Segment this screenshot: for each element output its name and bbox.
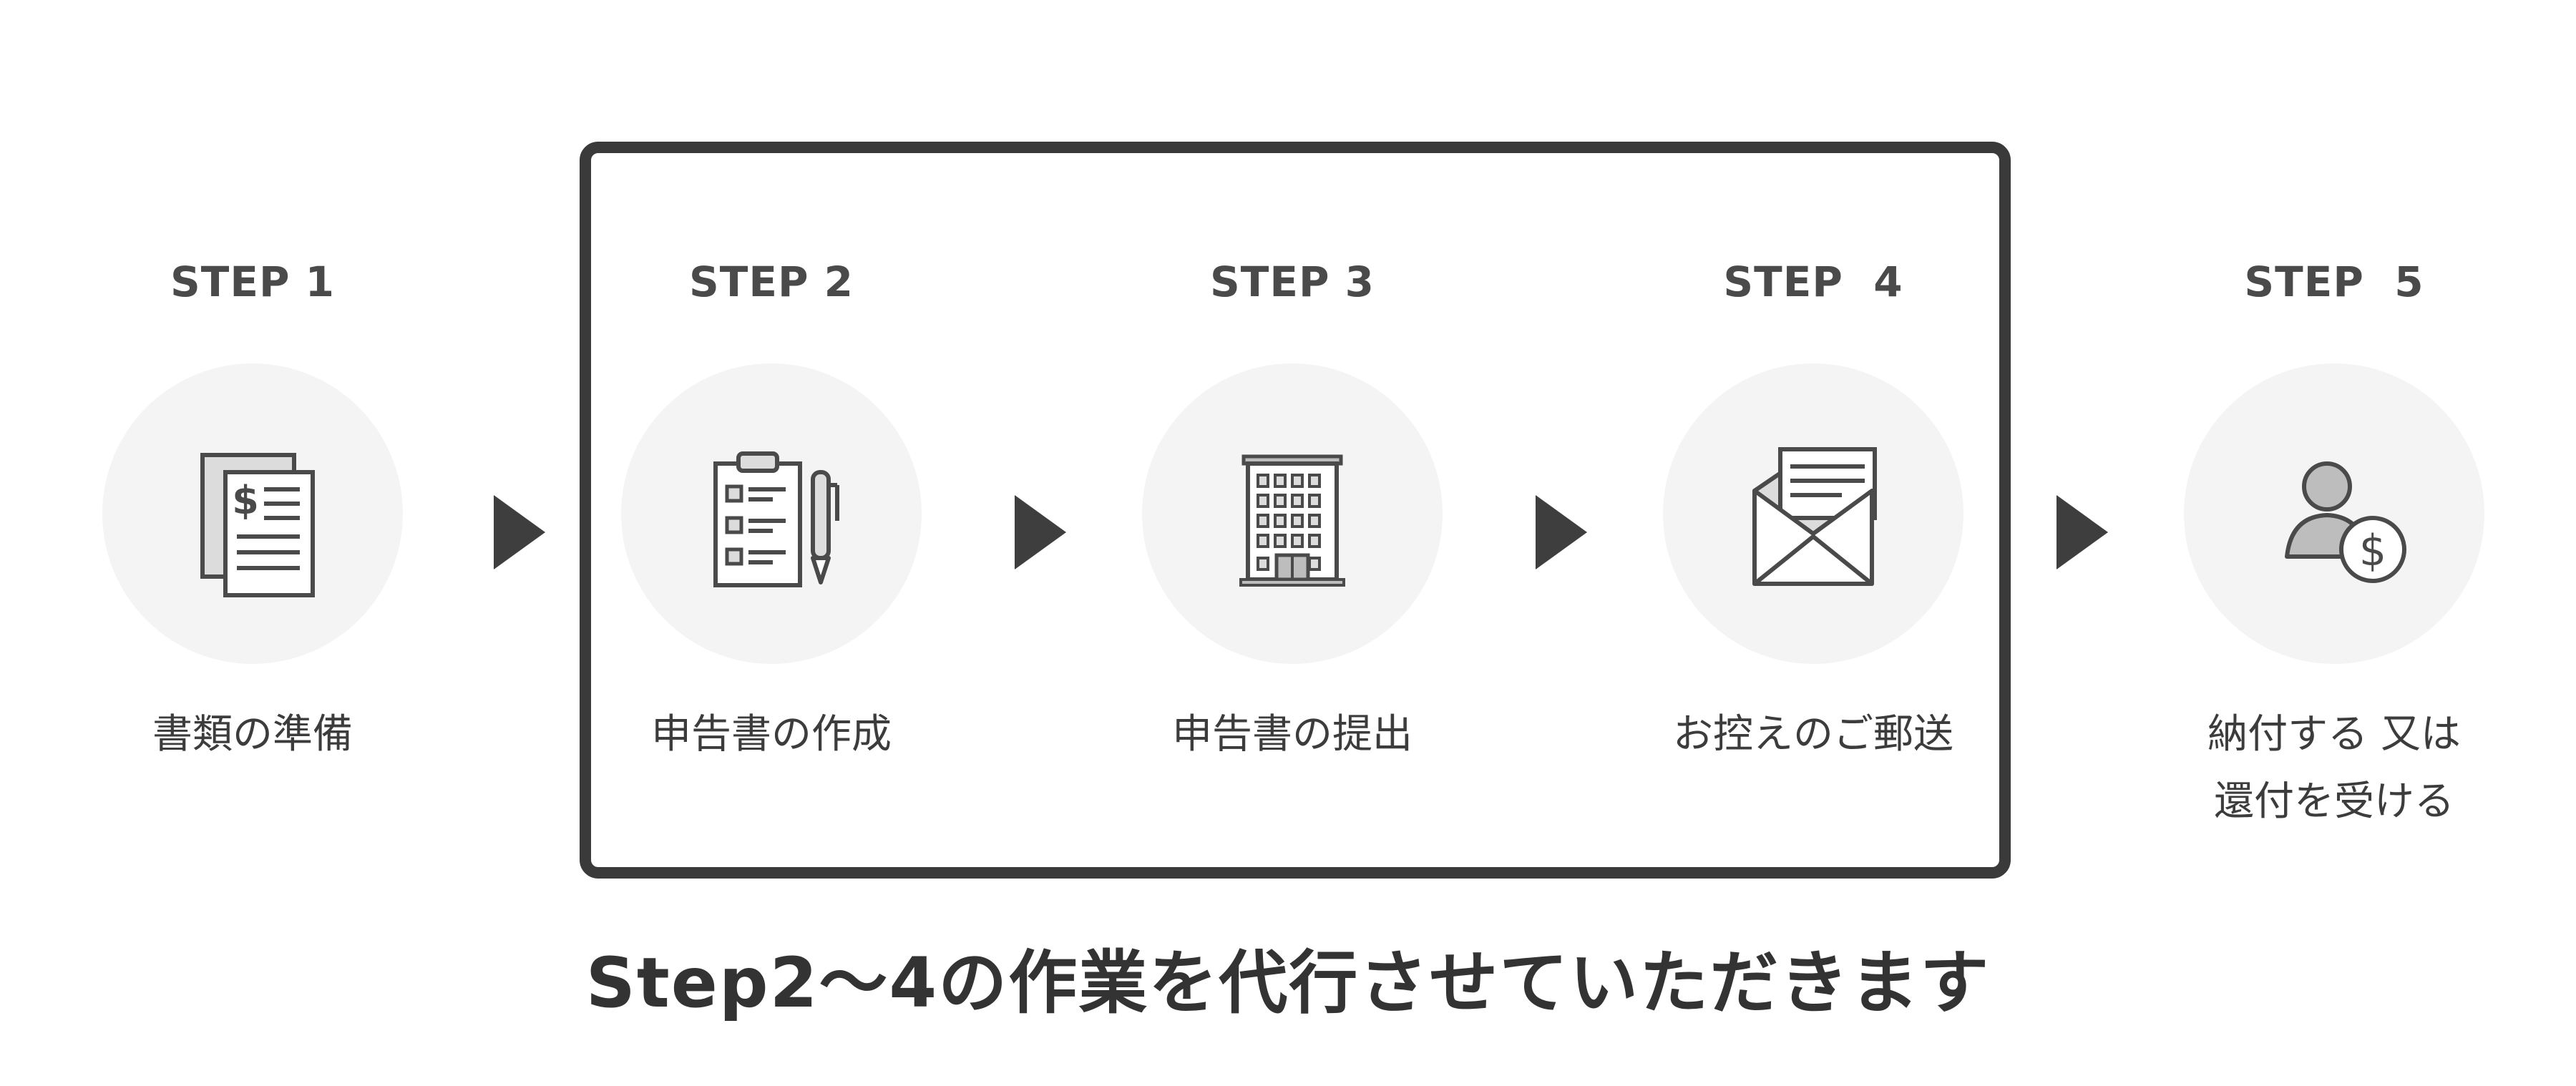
step-5: STEP 5 $ 納付する 又は 還付を受ける <box>2155 0 2513 1086</box>
clipboard-pen-icon <box>713 451 839 587</box>
documents-dollar-icon: $ <box>200 453 315 597</box>
step-4-circle <box>1663 363 1963 664</box>
arrow-4-to-5 <box>2057 495 2108 569</box>
step-1-circle: $ <box>102 363 403 664</box>
agency-scope-frame <box>580 142 2011 879</box>
svg-text:$: $ <box>232 478 259 523</box>
step-3: STEP 3 申告書の提出 <box>1113 0 1471 1086</box>
step-3-caption: 申告書の提出 <box>1172 711 1413 758</box>
office-building-icon <box>1239 454 1345 587</box>
step-1: STEP 1 $ 書類の準備 <box>74 0 431 1086</box>
step-2-caption: 申告書の作成 <box>651 711 892 758</box>
step-2: STEP 2 申告書の作成 <box>592 0 950 1086</box>
svg-text:$: $ <box>2359 526 2386 576</box>
person-coin-icon: $ <box>2285 461 2406 583</box>
step-1-label: STEP 1 <box>170 258 335 306</box>
step-4-label: STEP 4 <box>1723 258 1903 306</box>
step-5-caption: 納付する 又は 還付を受ける <box>2207 711 2461 825</box>
step-4: STEP 4 お控えのご郵送 <box>1634 0 1992 1086</box>
step-3-label: STEP 3 <box>1209 258 1375 306</box>
arrow-2-to-3 <box>1015 495 1066 569</box>
step-2-circle <box>621 363 922 664</box>
step-3-circle <box>1142 363 1443 664</box>
step-2-label: STEP 2 <box>688 258 854 306</box>
triangle-arrow-icon <box>1536 495 1587 569</box>
agency-scope-note: Step2～4の作業を代行させていただきます <box>585 943 1991 1023</box>
step-1-caption: 書類の準備 <box>152 711 353 758</box>
triangle-arrow-icon <box>2057 495 2108 569</box>
triangle-arrow-icon <box>494 495 545 569</box>
arrow-3-to-4 <box>1536 495 1587 569</box>
triangle-arrow-icon <box>1015 495 1066 569</box>
step-4-caption: お控えのご郵送 <box>1673 711 1953 758</box>
step-5-circle: $ <box>2184 363 2484 664</box>
envelope-letter-icon <box>1752 447 1877 586</box>
step-5-label: STEP 5 <box>2244 258 2424 306</box>
arrow-1-to-2 <box>494 495 545 569</box>
